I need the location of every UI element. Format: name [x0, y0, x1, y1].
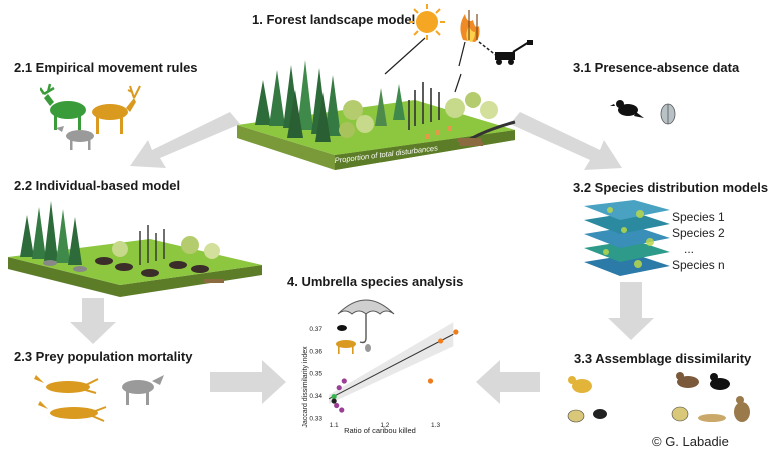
arrow-assemblage-to-umbrella — [476, 360, 540, 404]
caribou-icon — [92, 85, 141, 134]
beetle-icon — [365, 344, 371, 352]
wolf-icon — [56, 126, 94, 150]
arrow-forest-to-ibm — [130, 112, 240, 168]
y-tick-label: 0.33 — [309, 415, 322, 422]
disturbance-icons — [409, 4, 533, 67]
dead-caribou-icon — [34, 375, 107, 422]
arrow-sdm-to-assemblage — [608, 282, 654, 340]
y-axis-label: Jaccard dissimilarity index — [302, 346, 309, 428]
species-item: Species 2 — [672, 226, 725, 240]
species-list: Species 1 Species 2 ... Species n — [672, 210, 725, 272]
species-item: Species 1 — [672, 210, 725, 224]
umbrella-title: 4. Umbrella species analysis — [287, 274, 464, 289]
individual-model-title: 2.2 Individual-based model — [14, 178, 181, 193]
data-point — [427, 378, 434, 384]
movement-rules-title: 2.1 Empirical movement rules — [14, 60, 198, 75]
burned-snags — [408, 82, 440, 130]
x-tick-label: 1.2 — [380, 422, 389, 429]
sdm-title: 3.2 Species distribution models — [573, 180, 768, 195]
ibm-landscape-block — [8, 201, 262, 297]
brown-bird-icon — [676, 372, 699, 388]
yellow-bird-icon — [568, 376, 592, 393]
beetle-icon — [660, 103, 676, 125]
y-tick-label: 0.34 — [309, 393, 322, 400]
arrow-forest-to-sdm — [510, 112, 622, 170]
y-tick-label: 0.37 — [309, 326, 322, 333]
sparrow-icon — [734, 396, 750, 422]
moose-herd — [95, 257, 209, 277]
trend-line — [328, 333, 454, 400]
cricket-icon — [698, 414, 726, 422]
umbrella-icon — [337, 299, 395, 344]
bird-icon — [610, 100, 644, 118]
credit-text: © G. Labadie — [652, 434, 729, 449]
black-bird-icon — [710, 373, 730, 390]
x-axis-label: Ratio of caribou killed — [344, 426, 416, 435]
caribou-icon — [336, 340, 356, 354]
arrow-ibm-to-mortality — [70, 298, 116, 344]
data-point — [341, 378, 347, 384]
logging-machine-icon — [495, 40, 533, 65]
species-item: Species n — [672, 258, 725, 272]
movement-animals — [40, 83, 141, 150]
data-point — [331, 398, 337, 404]
bird-icon — [337, 325, 347, 331]
arrow-mortality-to-umbrella — [210, 360, 286, 404]
beetle-icon — [567, 406, 689, 423]
confidence-band — [329, 322, 454, 404]
black-beetle-icon — [593, 409, 607, 419]
data-point — [336, 385, 342, 391]
data-point — [334, 402, 340, 409]
wolf-pack — [43, 260, 87, 272]
data-point — [438, 338, 444, 344]
moose-icon — [40, 83, 86, 130]
data-point — [331, 394, 337, 400]
forest-trees — [255, 60, 498, 142]
y-tick-label: 0.35 — [309, 371, 322, 378]
assemblage-title: 3.3 Assemblage dissimilarity — [574, 351, 752, 366]
connector-lines — [384, 37, 462, 93]
sun-icon — [409, 4, 445, 40]
data-point — [339, 407, 345, 413]
prey-mortality-title: 2.3 Prey population mortality — [14, 349, 193, 364]
x-tick-label: 1.3 — [431, 422, 440, 429]
sdm-layer-stack — [584, 200, 670, 276]
prey-mortality-animals — [34, 375, 164, 422]
presence-absence-icons — [610, 100, 676, 125]
data-point — [453, 329, 459, 335]
assemblage-species-icons — [567, 372, 750, 423]
wolf-icon — [122, 375, 164, 405]
forest-model-title: 1. Forest landscape model — [252, 12, 416, 27]
y-tick-label: 0.36 — [309, 348, 322, 355]
fire-icon — [460, 10, 480, 42]
x-tick-label: 1.1 — [330, 422, 339, 429]
umbrella-chart: 0.33 0.34 0.35 0.36 0.37 1.1 1.2 1.3 Jaccard d… — [302, 299, 459, 435]
species-item: ... — [684, 242, 695, 256]
forest-landscape-block: Proportion of total disturbances — [237, 60, 516, 170]
presence-absence-title: 3.1 Presence-absence data — [573, 60, 740, 75]
